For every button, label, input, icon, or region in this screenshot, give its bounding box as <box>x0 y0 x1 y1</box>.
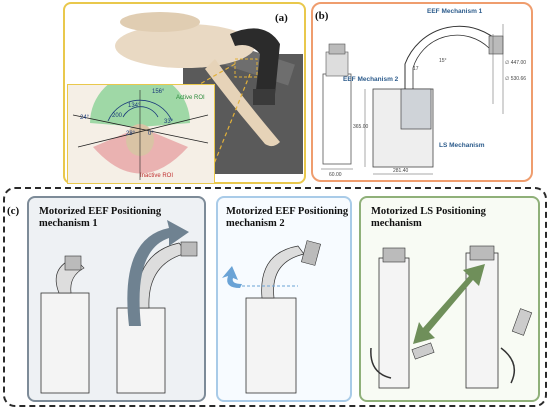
dim-label: 60.00 <box>329 172 342 178</box>
angle-arc <box>122 106 159 118</box>
robot-body <box>40 292 90 394</box>
elevation-head <box>325 51 349 77</box>
axis-line <box>77 114 209 148</box>
active-roi-label: Active ROI <box>176 95 205 101</box>
robot-arc <box>500 347 516 384</box>
subpanel-ls: Motorized LS Positioning mechanism <box>359 196 540 402</box>
rotation-arrow <box>127 220 189 326</box>
robot-head <box>382 247 406 263</box>
angle-label: 0° <box>148 131 154 137</box>
angle-label: 33° <box>164 119 174 125</box>
angle-arc <box>107 99 173 122</box>
subpanel-eef-2: Motorized EEF Positioning mechanism 2 <box>216 196 352 402</box>
end-effector <box>488 35 504 55</box>
inactive-roi-label: Inactive ROI <box>140 173 174 179</box>
eef-1-illustration <box>40 220 198 394</box>
roi-diagram <box>72 73 209 180</box>
eef-arc-inner <box>412 34 490 89</box>
subpanel-eef-1: Motorized EEF Positioning mechanism 1 <box>27 196 206 402</box>
robot-column <box>378 257 410 389</box>
eef-mechanism-2-label: EEF Mechanism 2 <box>343 76 399 83</box>
dim-label: 15° <box>439 58 447 64</box>
end-effector <box>64 255 82 271</box>
elevation-motor <box>328 43 346 55</box>
end-effector <box>301 240 321 266</box>
rotation-arrow <box>222 266 242 288</box>
dim-label: 17 <box>413 66 419 72</box>
angle-label: 28° <box>126 131 136 137</box>
patient-arm <box>120 12 200 32</box>
dim-label: ∅ 447.00 <box>505 60 527 66</box>
dim-label: ∅ 530.66 <box>505 76 527 82</box>
robot-arc <box>261 245 305 299</box>
ls-mechanism-label: LS Mechanism <box>439 142 485 149</box>
panel-b-label: (b) <box>315 10 329 22</box>
technical-drawing <box>321 24 504 175</box>
patient-leg <box>205 59 280 147</box>
subpanel-eef-1-title: Motorized EEF Positioning mechanism 1 <box>39 206 162 229</box>
translation-arrow <box>413 264 485 344</box>
robot-head <box>469 245 495 261</box>
ls-illustration <box>370 245 533 389</box>
main-carriage <box>400 88 432 130</box>
robot-body <box>245 297 297 394</box>
robot-body <box>116 307 166 394</box>
roi-inset: Active ROI Inactive ROI 156° 24° 200 134… <box>67 73 215 184</box>
zoom-box <box>234 58 258 78</box>
patient-torso <box>115 24 255 68</box>
angle-label: 200 <box>112 113 123 119</box>
robot-arm <box>230 28 280 99</box>
robot-arc <box>370 347 392 379</box>
dim-label: 281.40 <box>393 168 409 174</box>
panel-c <box>3 187 547 407</box>
zoom-line <box>209 73 251 175</box>
eef-mechanism-1-label: EEF Mechanism 1 <box>427 8 483 15</box>
end-effector <box>511 308 533 336</box>
subpanel-ls-title: Motorized LS Positioning mechanism <box>371 206 486 229</box>
angle-label: 134° <box>128 103 141 109</box>
eef-2-illustration <box>222 240 321 394</box>
subpanel-eef-2-title: Motorized EEF Positioning mechanism 2 <box>226 206 349 229</box>
panel-b: (b) EEF Mechanism 1 EEF Mechanism 2 LS M… <box>311 2 533 182</box>
robot-joint <box>253 89 275 105</box>
angle-label: 156° <box>152 89 165 95</box>
end-effector <box>180 241 198 257</box>
panel-c-label: (c) <box>7 205 20 217</box>
panel-a-label: (a) <box>275 8 288 26</box>
end-effector <box>411 342 435 360</box>
dim-label: 365.00 <box>353 124 369 130</box>
elevation-body <box>322 73 352 165</box>
angle-label: 24° <box>80 115 90 121</box>
panel-a-label-text: (a) <box>275 12 288 24</box>
eef-arc-outer <box>404 25 502 89</box>
axis-line <box>72 114 209 144</box>
